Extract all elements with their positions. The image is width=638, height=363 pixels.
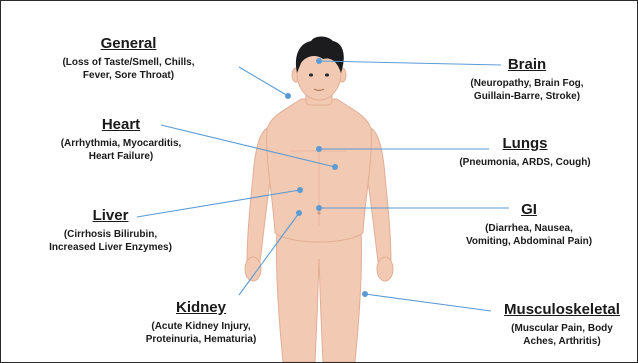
liver-title: Liver <box>3 207 218 225</box>
gi-label: GI (Diarrhea, Nausea, Vomiting, Abdomina… <box>423 201 635 248</box>
brain-title: Brain <box>421 56 633 74</box>
right-eye <box>325 73 329 76</box>
heart-title: Heart <box>16 116 226 134</box>
general-desc: (Loss of Taste/Smell, Chills, Fever, Sor… <box>21 56 236 82</box>
liver-dot <box>297 187 303 193</box>
lungs-desc: (Pneumonia, ARDS, Cough) <box>416 156 634 169</box>
kidney-title: Kidney <box>96 299 306 317</box>
general-title: General <box>21 35 236 53</box>
general-label: General (Loss of Taste/Smell, Chills, Fe… <box>21 35 236 82</box>
navel <box>317 211 320 214</box>
musculoskeletal-title: Musculoskeletal <box>489 301 635 319</box>
heart-label: Heart (Arrhythmia, Myocarditis, Heart Fa… <box>16 116 226 163</box>
musculoskeletal-label: Musculoskeletal (Muscular Pain, Body Ach… <box>489 301 635 348</box>
gi-title: GI <box>423 201 635 219</box>
kidney-dot <box>296 210 302 216</box>
lungs-label: Lungs (Pneumonia, ARDS, Cough) <box>416 135 634 169</box>
kidney-label: Kidney (Acute Kidney Injury, Proteinuria… <box>96 299 306 346</box>
kidney-desc: (Acute Kidney Injury, Proteinuria, Hemat… <box>96 320 306 346</box>
liver-desc: (Cirrhosis Bilirubin, Increased Liver En… <box>3 228 218 254</box>
general-pointer-line <box>239 67 288 96</box>
musculoskeletal-dot <box>362 291 368 297</box>
musculoskeletal-pointer-line <box>365 294 491 311</box>
gi-dot <box>316 205 322 211</box>
brain-desc: (Neuropathy, Brain Fog, Guillain-Barre, … <box>421 77 633 103</box>
heart-desc: (Arrhythmia, Myocarditis, Heart Failure) <box>16 137 226 163</box>
right-hand <box>377 257 393 281</box>
left-eye <box>309 73 313 76</box>
general-dot <box>285 93 291 99</box>
liver-label: Liver (Cirrhosis Bilirubin, Increased Li… <box>3 207 218 254</box>
gi-desc: (Diarrhea, Nausea, Vomiting, Abdominal P… <box>423 222 635 248</box>
lungs-title: Lungs <box>416 135 634 153</box>
brain-label: Brain (Neuropathy, Brain Fog, Guillain-B… <box>421 56 633 103</box>
lungs-dot <box>316 146 322 152</box>
musculoskeletal-desc: (Muscular Pain, Body Aches, Arthritis) <box>489 322 635 348</box>
heart-dot <box>332 164 338 170</box>
brain-dot <box>316 58 322 64</box>
